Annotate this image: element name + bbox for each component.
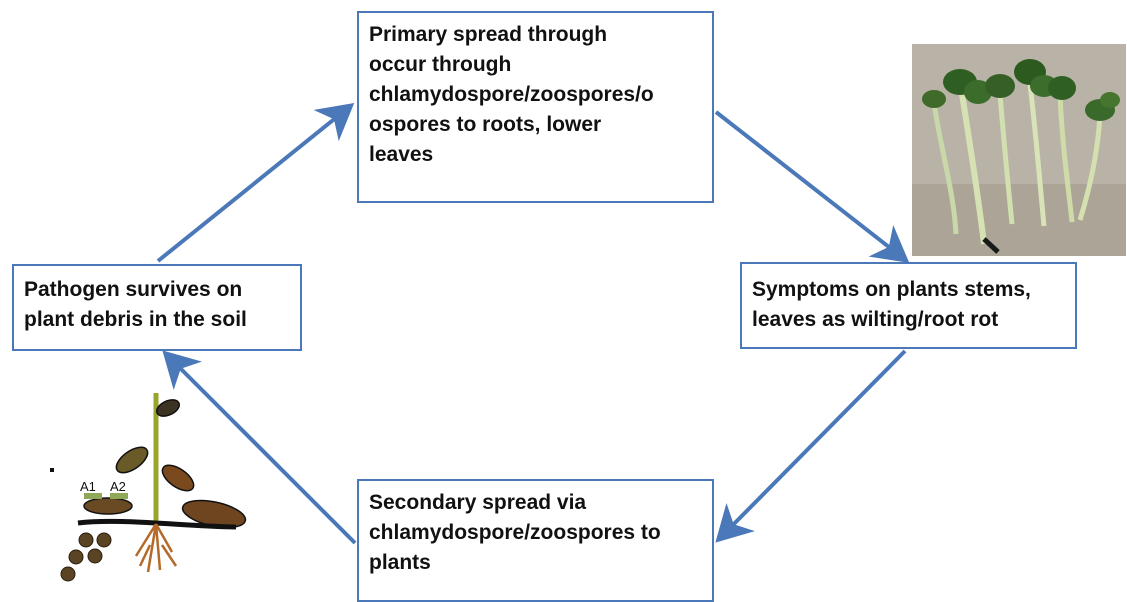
arrow-symptoms-to-secondary: [715, 349, 907, 543]
symptoms-box: Symptoms on plants stems, leaves as wilt…: [740, 262, 1077, 349]
secondary-spread-line: Secondary spread via: [369, 491, 587, 514]
dot-mark: [50, 468, 54, 472]
a2-label: A2: [110, 479, 126, 494]
symptoms-line: Symptoms on plants stems,: [752, 278, 1031, 301]
secondary-spread-line: plants: [369, 551, 431, 574]
primary-spread-line: occur through: [369, 53, 512, 76]
a1-label: A1: [80, 479, 96, 494]
pathogen-survival-line: Pathogen survives on: [24, 278, 243, 301]
primary-spread-line: chlamydospore/zoospores/o: [369, 83, 654, 106]
secondary-spread-line: chlamydospore/zoospores to: [369, 521, 661, 544]
primary-spread-line: ospores to roots, lower: [369, 113, 602, 136]
pathogen-survival-box: Pathogen survives on plant debris in the…: [12, 264, 302, 351]
pathogen-survival-line: plant debris in the soil: [24, 308, 247, 331]
seedlings-drawing: [912, 44, 1126, 256]
arrow-primary-to-symptoms: [714, 110, 910, 263]
primary-spread-box: Primary spread through occur through chl…: [357, 11, 714, 203]
primary-spread-line: leaves: [369, 143, 434, 166]
symptoms-line: leaves as wilting/root rot: [752, 308, 999, 331]
arrow-pathogen-to-primary: [156, 102, 355, 263]
primary-spread-line: Primary spread through: [369, 23, 608, 46]
arrow-secondary-to-pathogen: [162, 350, 357, 545]
infected-seedlings-photo: [912, 44, 1126, 256]
secondary-spread-box: Secondary spread via chlamydospore/zoosp…: [357, 479, 714, 602]
